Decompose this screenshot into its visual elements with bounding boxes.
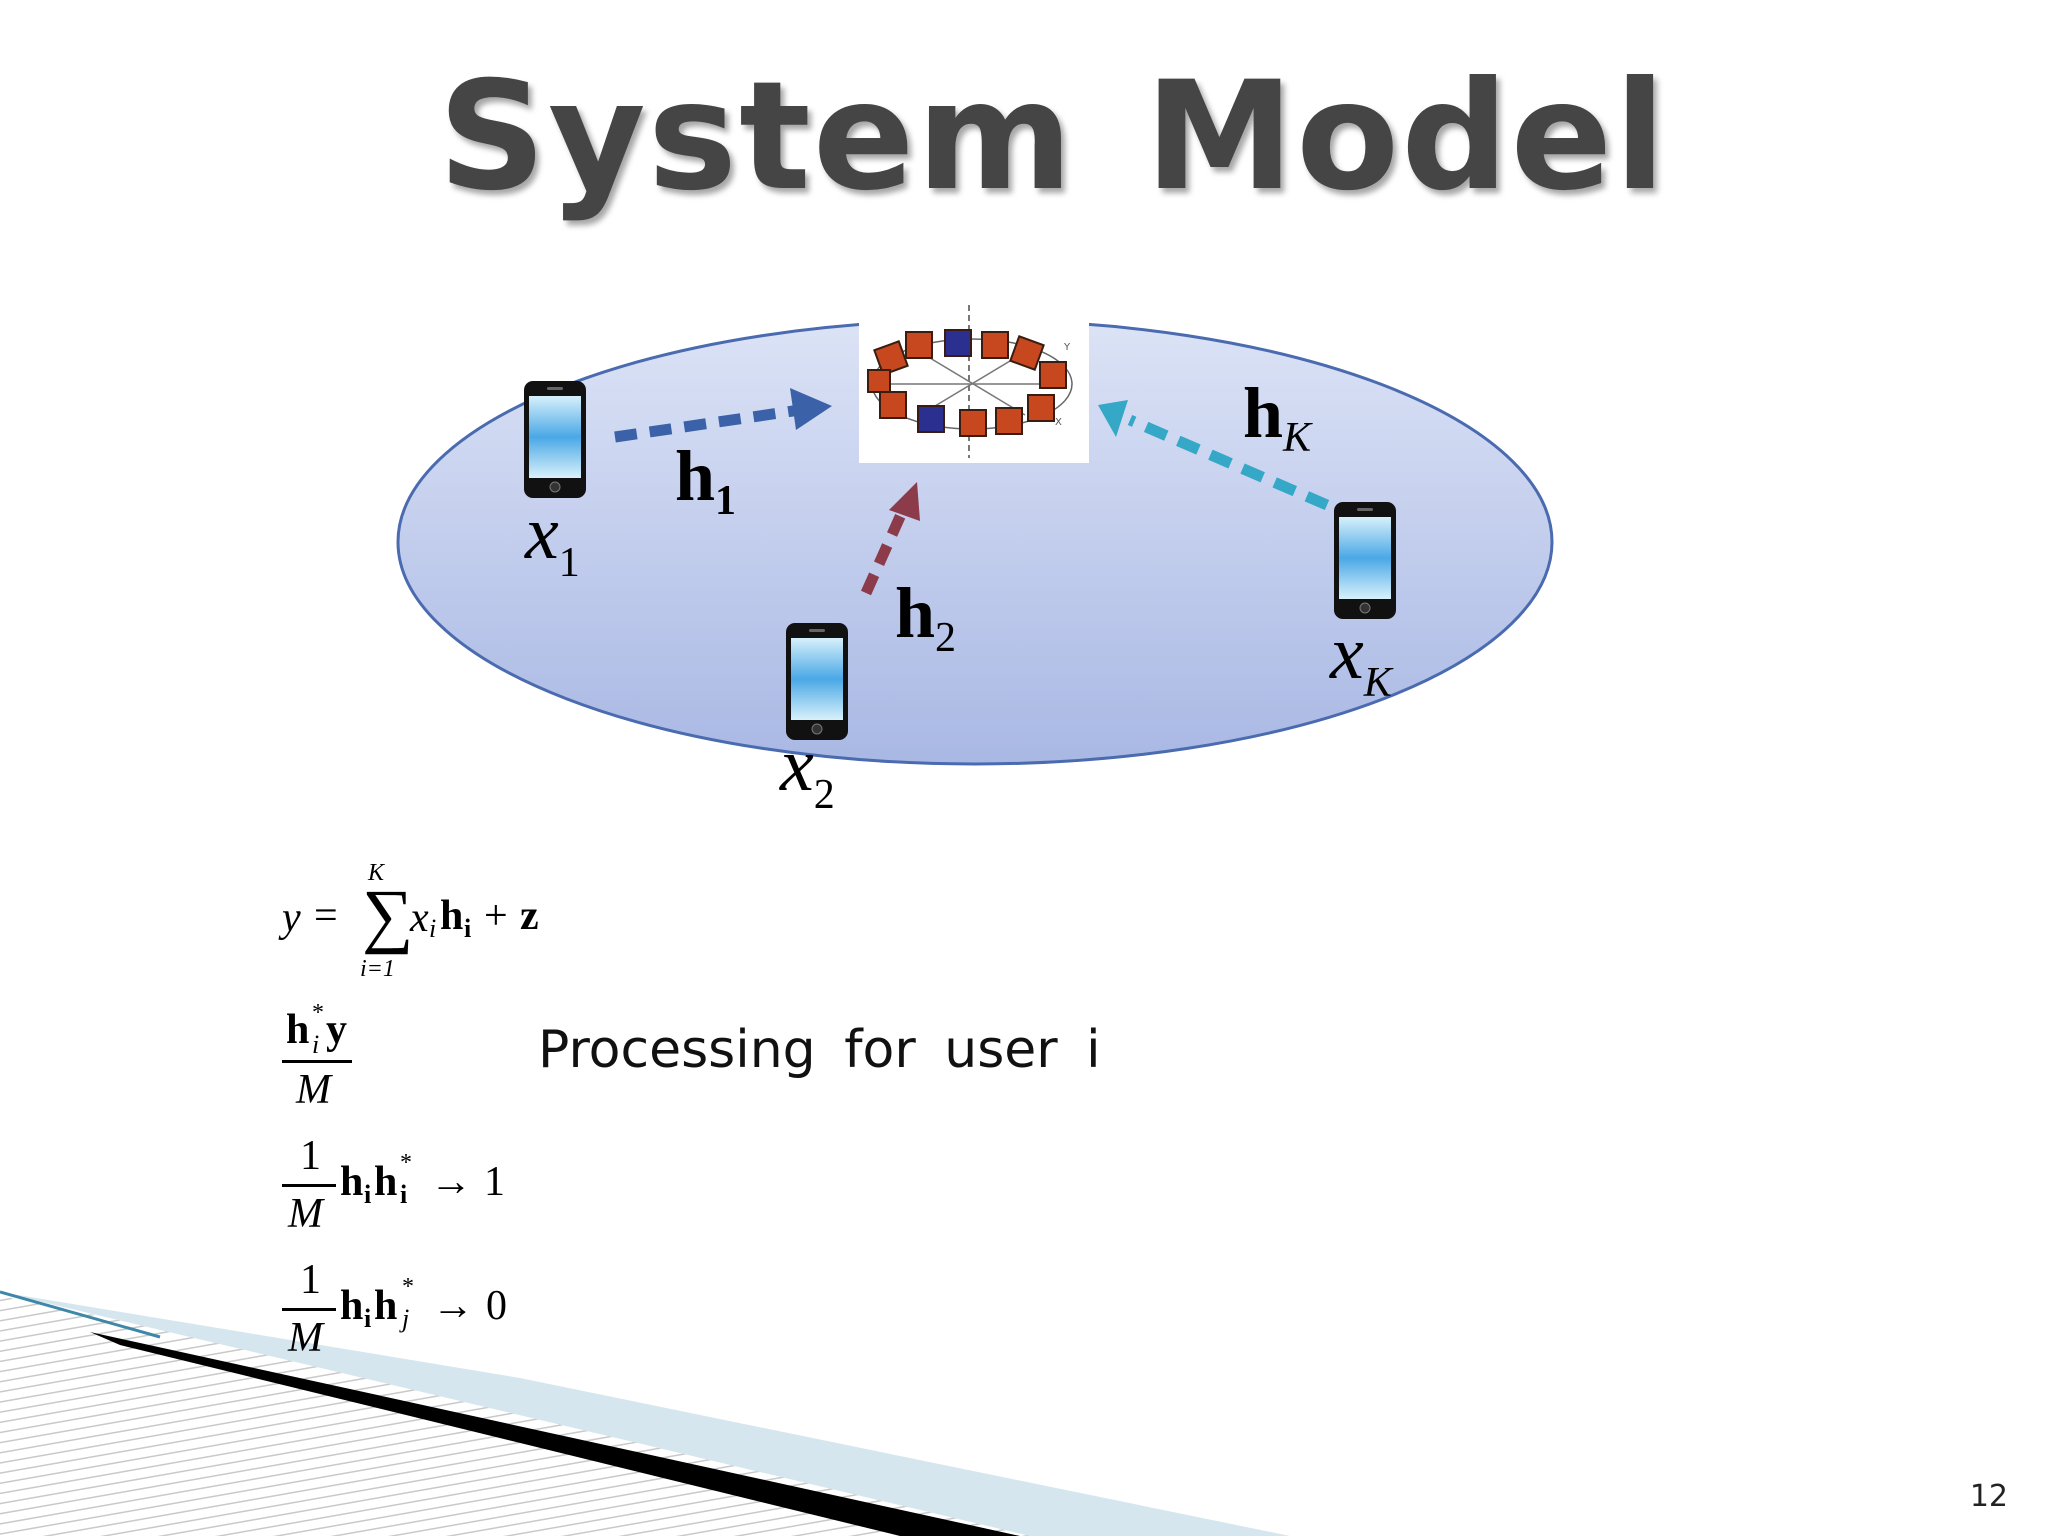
equation-self-correlation: 1 M h i h * i → 1	[282, 1128, 522, 1248]
title-word-model: Model	[1144, 50, 1668, 224]
channel-arrow-h1	[614, 388, 832, 443]
user-label-x2: x2	[780, 723, 835, 818]
channel-label-hK: hK	[1243, 373, 1312, 461]
channel-arrow-hK	[1098, 400, 1330, 511]
equation-cross-correlation: 1 M h i h * j → 0	[282, 1252, 522, 1372]
equation-matched-filter: h * i y M	[282, 1000, 382, 1120]
processing-caption: Processing for user i	[538, 1020, 1101, 1080]
channel-label-h1: h1	[675, 436, 737, 524]
user-label-xK: xK	[1330, 611, 1392, 706]
slide-title: System Model	[438, 50, 1668, 224]
channel-arrow-h2	[860, 482, 920, 596]
svg-text:Y: Y	[1063, 342, 1071, 353]
smartphone-icon	[1334, 502, 1396, 619]
smartphone-icon	[786, 623, 848, 740]
smartphone-icon	[524, 381, 586, 498]
title-word-system: System	[438, 50, 1075, 224]
user-label-x1: x1	[525, 491, 580, 586]
slide-number: 12	[1969, 1479, 2008, 1514]
decorative-corner-stripes	[0, 1290, 1290, 1536]
svg-text:X: X	[1055, 417, 1062, 428]
equation-received-signal: y = ∑ K i=1 x i h i + z	[282, 860, 539, 982]
channel-label-h2: h2	[895, 573, 957, 661]
circular-antenna-array-icon: Y X	[859, 305, 1089, 463]
